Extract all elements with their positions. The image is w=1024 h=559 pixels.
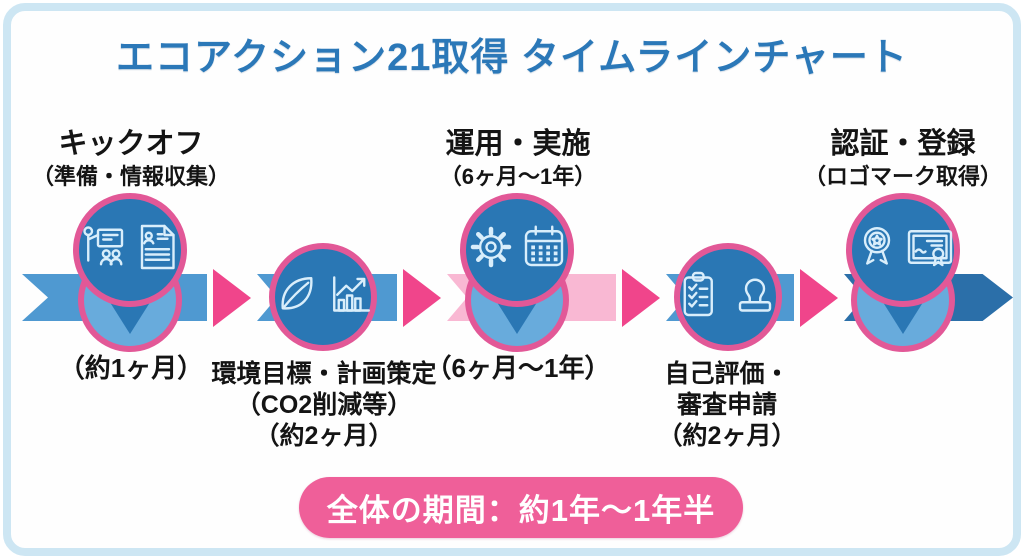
milestone-label-bottom: 環境目標・計画策定 （CO2削減等） （約2ヶ月） (211, 359, 436, 452)
label-line: （CO2削減等） (235, 391, 413, 419)
milestone-label-top: 運用・実施 （6ヶ月〜1年） (440, 127, 596, 191)
milestone-circle (846, 193, 960, 307)
leaf-icon (281, 277, 313, 310)
milestone-icons (467, 223, 568, 271)
label-line: 環境目標・計画策定 (211, 360, 437, 388)
milestone-subtitle: （6ヶ月〜1年） (439, 164, 597, 189)
milestone-label-bottom: 自己評価・ 審査申請 （約2ヶ月） (658, 359, 797, 452)
milestone-title: 運用・実施 (445, 128, 591, 160)
milestone-circle (269, 243, 377, 351)
milestone-title: 認証・登録 (830, 128, 976, 160)
checklist-icon (683, 271, 713, 317)
document-icon (140, 224, 175, 270)
milestone-icons (80, 223, 181, 271)
calendar-icon (524, 225, 564, 267)
bar-chart-icon (333, 276, 370, 312)
milestone-title: キックオフ (58, 128, 204, 160)
award-icon (863, 227, 891, 265)
label-line: （約2ヶ月） (657, 422, 797, 450)
milestone-icons (678, 270, 779, 318)
milestone-icons (273, 270, 374, 318)
milestone-label-top: キックオフ （準備・情報収集） (32, 127, 230, 191)
milestone-duration: （6ヶ月〜1年） (425, 353, 611, 383)
total-period-text: 全体の期間：約1年〜1年半 (326, 493, 716, 528)
presentation-icon (83, 226, 124, 266)
milestone-icons (853, 223, 954, 271)
certificate-icon (907, 230, 953, 267)
milestone-subtitle: （準備・情報収集） (31, 164, 231, 189)
label-line: 自己評価・ (664, 360, 790, 388)
milestone-circle (73, 193, 187, 307)
total-period-badge: 全体の期間：約1年〜1年半 (299, 477, 743, 538)
stamp-icon (738, 278, 772, 312)
milestone-circle (460, 193, 574, 307)
label-line: （約2ヶ月） (254, 422, 394, 450)
page-title: エコアクション21取得 タイムラインチャート (116, 37, 908, 79)
milestone-duration: （約1ヶ月） (58, 353, 204, 383)
milestone-subtitle: （ロゴマーク取得） (803, 164, 1003, 189)
milestone-label-top: 認証・登録 （ロゴマーク取得） (804, 127, 1002, 191)
gear-icon (470, 226, 512, 268)
label-line: 審査申請 (676, 391, 777, 419)
